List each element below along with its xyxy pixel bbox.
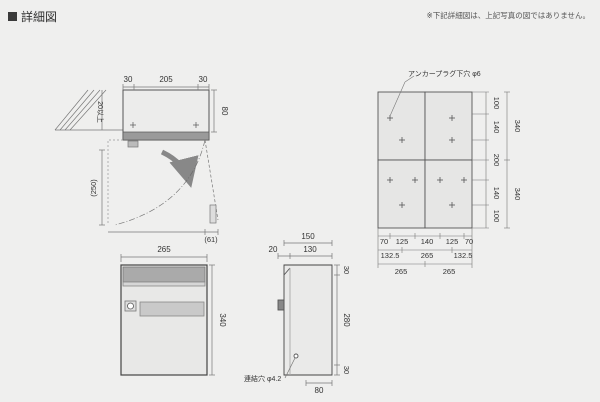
- back-dim-140-b: 140: [492, 187, 501, 200]
- back-dim-340-a: 340: [513, 120, 522, 133]
- page-title: 詳細図: [21, 10, 58, 24]
- back-dim-200: 200: [492, 154, 501, 167]
- side-dim-30-bottom: 30: [342, 366, 351, 374]
- side-dim-130: 130: [303, 245, 317, 254]
- back-dim-100-b: 100: [492, 210, 501, 223]
- top-view: [54, 84, 219, 235]
- top-dim-30-right: 30: [199, 75, 208, 84]
- back-dim-125-a: 125: [396, 237, 409, 246]
- side-hole-label: 連結穴 φ4.2: [244, 374, 281, 383]
- side-dim-150: 150: [301, 232, 315, 241]
- back-dim-70-b: 70: [465, 237, 473, 246]
- top-dim-30-left: 30: [124, 75, 133, 84]
- anchor-hole-label: アンカープラグ下穴 φ6: [408, 69, 481, 78]
- front-dim-height: 340: [218, 313, 227, 327]
- back-dim-140: 140: [421, 237, 434, 246]
- back-dim-125-b: 125: [446, 237, 459, 246]
- header: 詳細図: [8, 8, 57, 25]
- side-dim-80: 80: [315, 386, 324, 395]
- top-view-hole-marks: [130, 122, 199, 128]
- top-dim-80: 80: [220, 107, 229, 116]
- side-view: [277, 240, 340, 386]
- top-dim-61: (61): [204, 235, 218, 244]
- front-view: [120, 254, 215, 376]
- back-dim-265-b: 265: [443, 267, 456, 276]
- header-note: ※下記詳細図は、上記写真の図ではありません。: [426, 11, 590, 20]
- back-dim-140-a: 140: [492, 121, 501, 134]
- back-view: [377, 91, 473, 229]
- side-dim-20: 20: [269, 245, 278, 254]
- top-dim-wall: 20以上: [96, 101, 105, 123]
- back-dim-340-b: 340: [513, 188, 522, 201]
- back-dim-132-b: 132.5: [454, 251, 473, 260]
- front-dim-width: 265: [157, 245, 171, 254]
- side-dim-30-top: 30: [342, 266, 351, 274]
- side-dim-280: 280: [342, 313, 351, 327]
- back-view-holes: [387, 115, 467, 208]
- top-dim-205: 205: [159, 75, 173, 84]
- back-dim-100-a: 100: [492, 97, 501, 110]
- back-dim-132-a: 132.5: [381, 251, 400, 260]
- back-dim-265-a: 265: [395, 267, 408, 276]
- back-dim-265-mid: 265: [421, 251, 434, 260]
- back-dim-70-a: 70: [380, 237, 388, 246]
- back-view-dimensions: [377, 91, 510, 268]
- header-square-icon: [8, 12, 17, 21]
- top-dim-250: (250): [89, 179, 98, 197]
